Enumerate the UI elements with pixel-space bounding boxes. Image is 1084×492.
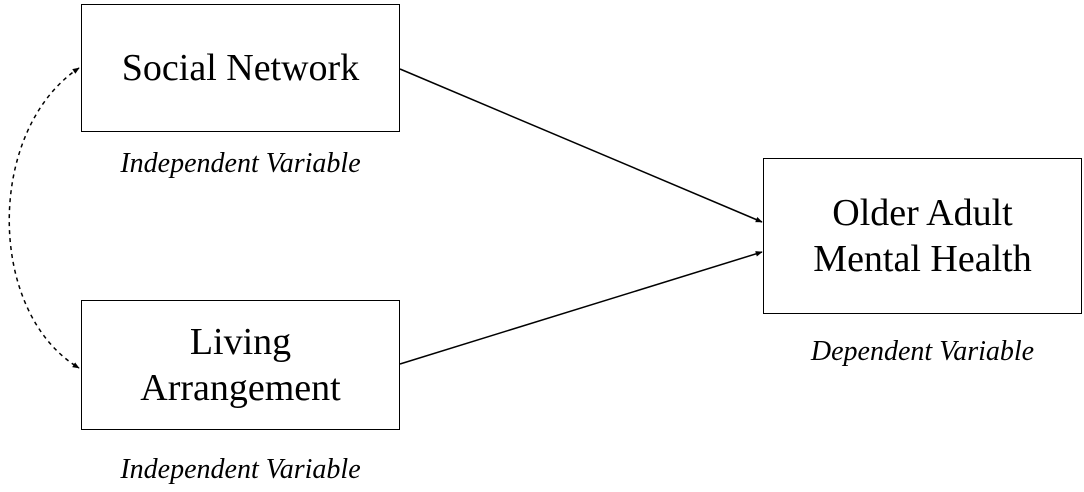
mental-health-node: Older Adult Mental Health xyxy=(763,158,1082,314)
mental-health-caption: Dependent Variable xyxy=(810,336,1035,367)
living-arrangement-label-line1: Living xyxy=(189,321,292,363)
mental-health-label-line2: Mental Health xyxy=(813,238,1032,280)
living-arrangement-node: Living Arrangement xyxy=(81,300,400,430)
social-network-label: Social Network xyxy=(121,47,360,89)
mental-health-label-line1: Older Adult xyxy=(832,192,1013,234)
arrow-social-to-outcome xyxy=(399,68,763,223)
living-arrangement-label-line2: Arrangement xyxy=(140,367,341,409)
dashed-correlation-arc xyxy=(8,67,80,369)
living-arrangement-caption: Independent Variable xyxy=(120,454,361,485)
social-network-caption: Independent Variable xyxy=(120,148,361,179)
arrow-living-to-outcome xyxy=(399,251,763,365)
social-network-node: Social Network xyxy=(81,4,400,132)
